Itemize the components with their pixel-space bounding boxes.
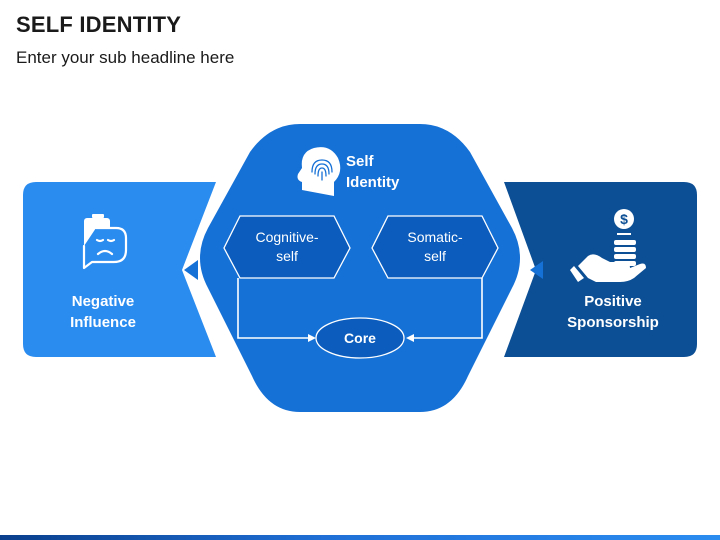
negative-influence-line1: Negative bbox=[71, 293, 135, 310]
self-identity-label: Self Identity bbox=[346, 151, 399, 193]
connector-lines bbox=[237, 278, 483, 339]
bottom-accent-bar bbox=[0, 535, 720, 540]
negative-influence-label: Negative Influence bbox=[40, 291, 166, 333]
positive-sponsorship-line2: Sponsorship bbox=[567, 314, 659, 331]
right-arrow-icon bbox=[530, 261, 543, 279]
somatic-self-label: Somatic- self bbox=[388, 228, 482, 266]
page-subtitle: Enter your sub headline here bbox=[16, 48, 235, 67]
connector-arrowhead-left bbox=[308, 334, 316, 342]
self-identity-line1: Self bbox=[346, 153, 374, 170]
self-identity-hexagon bbox=[200, 124, 520, 412]
cognitive-self-line2: self bbox=[276, 248, 298, 264]
core-label: Core bbox=[344, 330, 376, 346]
positive-sponsorship-line1: Positive bbox=[584, 293, 642, 310]
cognitive-self-label: Cognitive- self bbox=[240, 228, 334, 266]
somatic-self-line2: self bbox=[424, 248, 446, 264]
hand-coins-dollar-icon: $ bbox=[570, 209, 646, 282]
head-fingerprint-icon bbox=[297, 147, 341, 196]
somatic-self-line1: Somatic- bbox=[407, 229, 463, 245]
negative-influence-line2: Influence bbox=[70, 314, 136, 331]
positive-sponsorship-label: Positive Sponsorship bbox=[540, 291, 686, 333]
left-arrow-icon bbox=[184, 260, 198, 280]
somatic-self-shape bbox=[371, 215, 499, 279]
connector-arrowhead-right bbox=[406, 334, 414, 342]
negative-influence-panel bbox=[23, 182, 216, 357]
cognitive-self-line1: Cognitive- bbox=[255, 229, 319, 245]
sad-phone-icon bbox=[82, 214, 128, 270]
self-identity-line2: Identity bbox=[346, 174, 400, 191]
page-title: SELF IDENTITY bbox=[16, 12, 182, 37]
core-ellipse bbox=[315, 317, 405, 359]
svg-text:$: $ bbox=[620, 211, 628, 227]
cognitive-self-shape bbox=[223, 215, 351, 279]
